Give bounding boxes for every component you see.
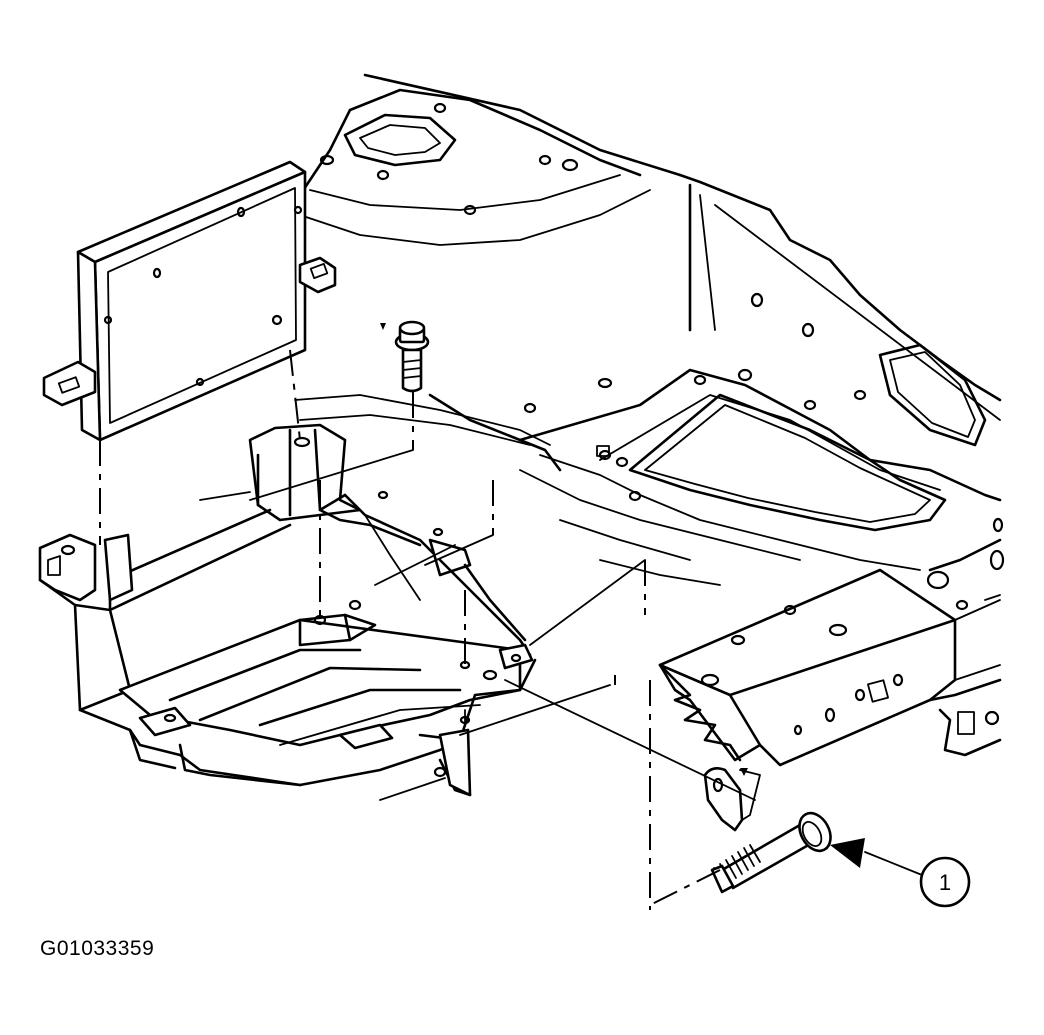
module-bracket-tray bbox=[38, 423, 537, 797]
callout-number: 1 bbox=[939, 870, 951, 895]
alignment-lines bbox=[99, 349, 756, 910]
vehicle-body-frame bbox=[294, 73, 1005, 611]
callout-arrowhead bbox=[830, 838, 865, 868]
frame-bolt bbox=[710, 811, 832, 894]
callout-1: 1 bbox=[830, 838, 971, 908]
callout-circle bbox=[919, 856, 971, 908]
module-mounting-bolt bbox=[394, 320, 430, 393]
control-module bbox=[42, 160, 386, 442]
frame-rail bbox=[658, 568, 1002, 832]
figure-code: G01033359 bbox=[40, 937, 155, 960]
